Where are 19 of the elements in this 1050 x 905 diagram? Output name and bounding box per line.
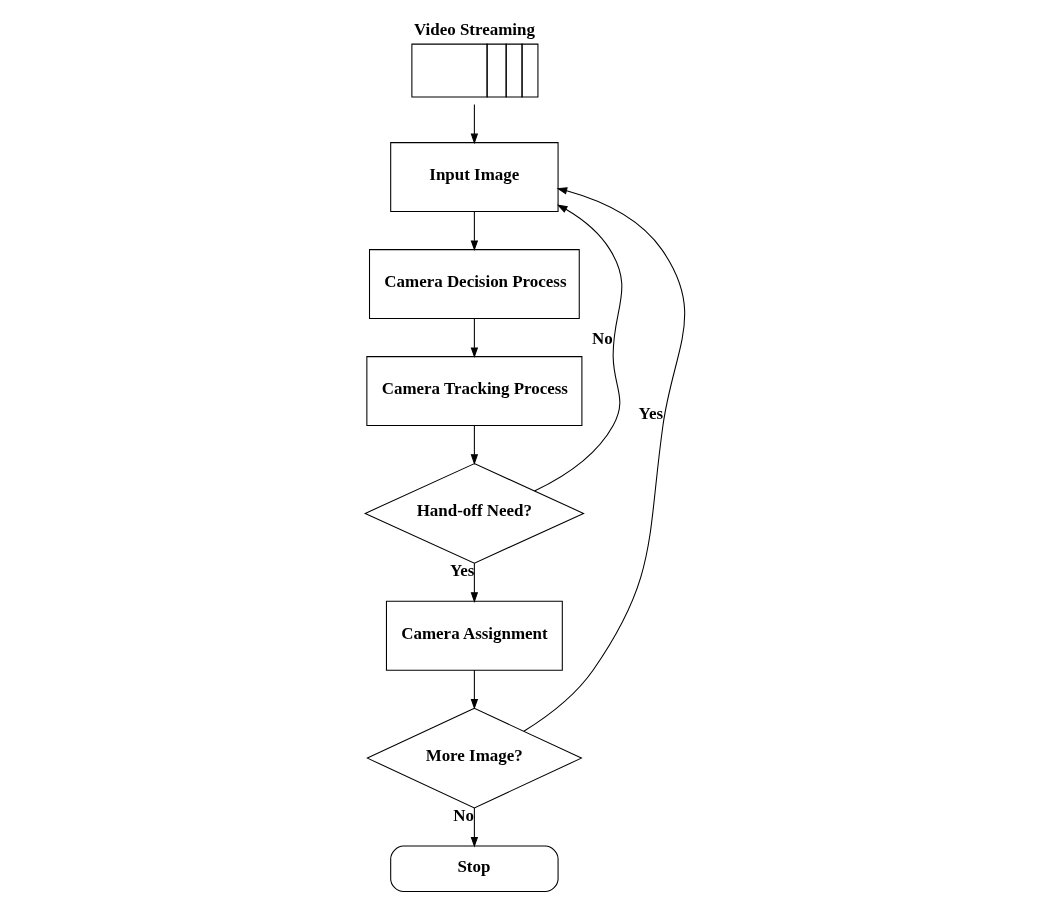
arrow bbox=[523, 187, 686, 732]
arrow bbox=[470, 318, 479, 359]
edge-label: No bbox=[592, 328, 613, 348]
arrow bbox=[470, 425, 479, 465]
node-box: Stop bbox=[390, 845, 559, 893]
node-box: Camera Tracking Process bbox=[366, 356, 583, 426]
arrow bbox=[470, 669, 479, 710]
arrow bbox=[470, 104, 479, 145]
arrow bbox=[470, 211, 479, 252]
node-box: Camera Assignment bbox=[385, 600, 563, 671]
edge-label: Yes bbox=[638, 403, 664, 423]
node-diamond: Hand-off Need? bbox=[363, 463, 585, 564]
arrow bbox=[533, 204, 623, 492]
node-box: Camera Decision Process bbox=[369, 249, 580, 319]
arrow bbox=[470, 562, 479, 603]
node-diamond: More Image? bbox=[366, 707, 583, 809]
arrow bbox=[470, 807, 479, 848]
node-box: Input Image bbox=[390, 142, 559, 213]
node-label: Video Streaming bbox=[414, 20, 535, 40]
